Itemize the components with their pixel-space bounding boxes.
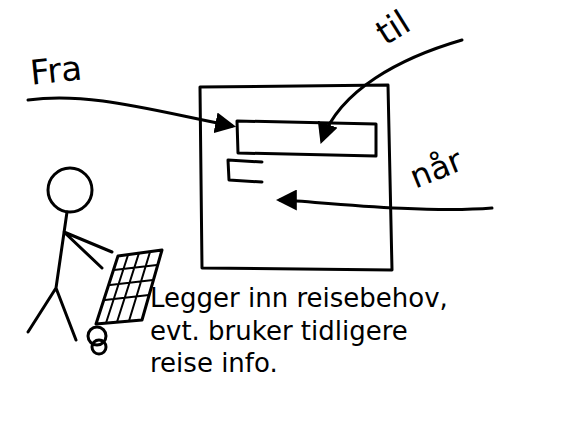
arrow-label: når (404, 126, 502, 197)
to-arrow (322, 40, 462, 140)
person-head (48, 168, 92, 212)
input-field (237, 121, 376, 156)
screen-frame (200, 85, 392, 270)
from-arrow (28, 98, 232, 126)
when-arrow (280, 200, 492, 209)
arrow-label: Fra (28, 43, 122, 95)
note-text: Legger inn reisebehov, evt. bruker tidli… (150, 282, 460, 380)
cart-grid (105, 252, 157, 323)
arrow-label: til (368, 0, 467, 54)
date-field (228, 160, 262, 182)
stick-figure (28, 212, 112, 340)
cart-wheel (92, 340, 106, 354)
